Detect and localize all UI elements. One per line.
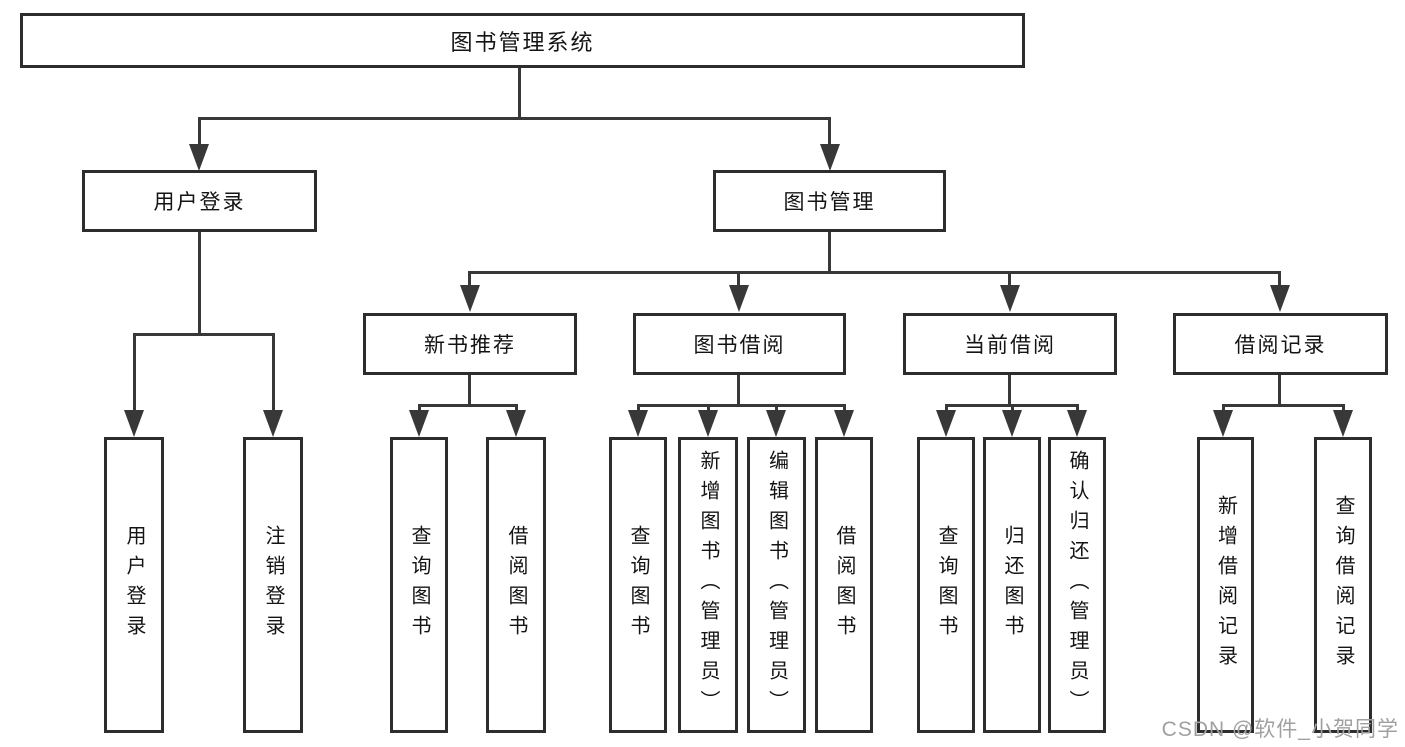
connector-line	[637, 404, 846, 407]
node-user-login-leaf: 用户登录	[104, 437, 164, 733]
connector-line	[945, 404, 948, 412]
node-bb-query-books: 查询图书	[609, 437, 667, 733]
connector-arrowhead	[124, 410, 144, 437]
connector-arrowhead	[1213, 410, 1233, 437]
connector-line	[737, 375, 740, 406]
connector-arrowhead	[1067, 410, 1087, 437]
connector-arrowhead	[263, 410, 283, 437]
connector-arrowhead	[936, 410, 956, 437]
connector-line	[518, 68, 521, 120]
node-logout: 注销登录	[243, 437, 303, 733]
connector-line	[1342, 404, 1345, 412]
leaf-label: 借阅图书	[505, 525, 527, 645]
connector-arrowhead	[460, 285, 480, 312]
leaf-label: 新增借阅记录	[1214, 495, 1237, 675]
node-bb-add-books-admin: 新增图书（管理员）	[678, 437, 738, 733]
node-book-management-branch: 图书管理	[713, 170, 946, 232]
connector-line	[272, 333, 275, 410]
connector-arrowhead	[1333, 410, 1353, 437]
leaf-label: 新增图书（管理员）	[697, 450, 719, 720]
connector-line	[1222, 404, 1225, 412]
node-cb-query-books: 查询图书	[917, 437, 975, 733]
node-current-borrowing: 当前借阅	[903, 313, 1117, 375]
node-borrowing-records: 借阅记录	[1173, 313, 1388, 375]
connector-line	[1076, 404, 1079, 412]
node-book-management-system: 图书管理系统	[20, 13, 1025, 68]
connector-line	[1008, 375, 1011, 406]
leaf-label: 编辑图书（管理员）	[765, 450, 788, 720]
connector-arrowhead	[506, 410, 526, 437]
connector-line	[1011, 404, 1014, 412]
leaf-label: 归还图书	[1001, 525, 1023, 645]
connector-arrowhead	[820, 144, 840, 171]
leaf-label: 查询图书	[408, 525, 430, 645]
connector-line	[418, 404, 421, 412]
leaf-label: 确认归还（管理员）	[1066, 450, 1088, 720]
connector-line	[468, 271, 471, 285]
connector-line	[133, 333, 274, 336]
node-bb-borrow-books: 借阅图书	[815, 437, 873, 733]
connector-line	[468, 375, 471, 406]
node-rec-borrow-books: 借阅图书	[486, 437, 546, 733]
connector-line	[737, 271, 740, 285]
leaf-label: 借阅图书	[833, 525, 855, 645]
node-new-book-recommendation: 新书推荐	[363, 313, 577, 375]
connector-arrowhead	[1002, 410, 1022, 437]
connector-line	[468, 271, 1281, 274]
connector-line	[133, 333, 136, 410]
node-user-login-branch: 用户登录	[82, 170, 317, 232]
node-br-add-record: 新增借阅记录	[1197, 437, 1254, 733]
connector-line	[828, 117, 831, 145]
connector-line	[515, 404, 518, 412]
connector-line	[775, 404, 778, 412]
connector-line	[843, 404, 846, 412]
connector-line	[198, 117, 201, 145]
leaf-label: 查询借阅记录	[1332, 495, 1354, 675]
node-bb-edit-books-admin: 编辑图书（管理员）	[747, 437, 806, 733]
connector-arrowhead	[834, 410, 854, 437]
connector-arrowhead	[766, 410, 786, 437]
connector-arrowhead	[729, 285, 749, 312]
node-cb-return-books: 归还图书	[983, 437, 1041, 733]
connector-line	[418, 404, 518, 407]
node-br-query-record: 查询借阅记录	[1314, 437, 1372, 733]
csdn-watermark: CSDN @软件_小贺同学	[1161, 718, 1399, 741]
connector-line	[198, 232, 201, 335]
connector-line	[637, 404, 640, 412]
connector-line	[1278, 271, 1281, 285]
connector-arrowhead	[628, 410, 648, 437]
connector-line	[828, 232, 831, 273]
connector-arrowhead	[1270, 285, 1290, 312]
connector-arrowhead	[698, 410, 718, 437]
leaf-label: 注销登录	[262, 525, 284, 645]
leaf-label: 用户登录	[123, 525, 145, 645]
connector-arrowhead	[189, 144, 209, 171]
node-cb-confirm-return-admin: 确认归还（管理员）	[1048, 437, 1106, 733]
connector-line	[198, 117, 831, 120]
node-book-borrowing: 图书借阅	[633, 313, 846, 375]
connector-line	[707, 404, 710, 412]
leaf-label: 查询图书	[935, 525, 957, 645]
connector-arrowhead	[409, 410, 429, 437]
connector-line	[1008, 271, 1011, 285]
connector-line	[1278, 375, 1281, 406]
connector-arrowhead	[1000, 285, 1020, 312]
connector-line	[1222, 404, 1344, 407]
node-rec-query-books: 查询图书	[390, 437, 448, 733]
leaf-label: 查询图书	[627, 525, 649, 645]
